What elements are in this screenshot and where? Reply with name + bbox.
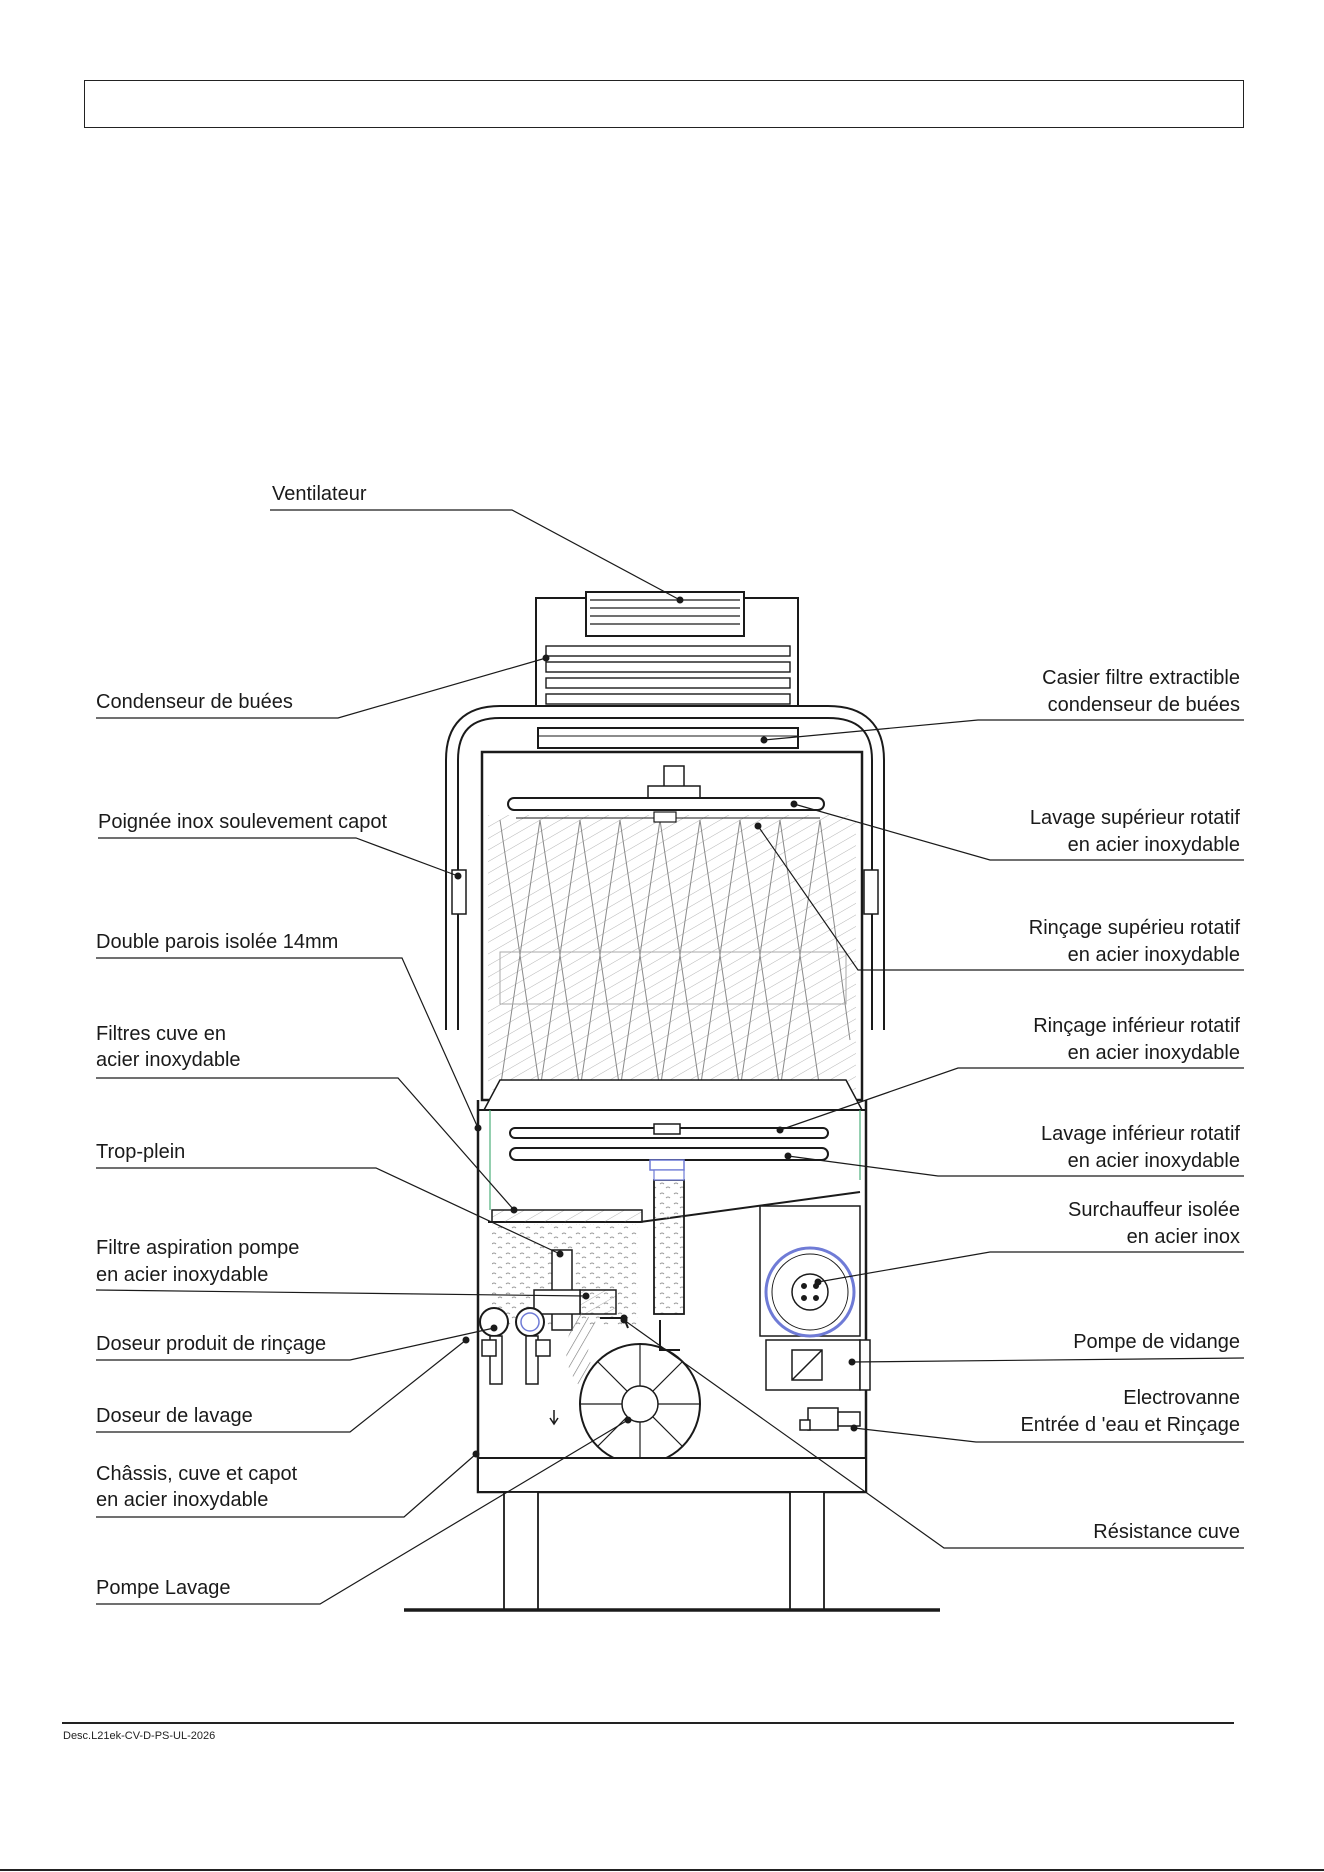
label-electrovanne-line2: Entrée d 'eau et Rinçage	[1020, 1414, 1240, 1436]
label-poignee: Poignée inox soulevement capot	[98, 811, 388, 833]
leg-right	[789, 1491, 825, 1611]
label-casier-line1: Casier filtre extractible	[1042, 667, 1240, 689]
label-chassis-line1: Châssis, cuve et capot	[96, 1463, 298, 1485]
label-filtres-cuve-line2: acier inoxydable	[96, 1049, 241, 1071]
label-trop-plein: Trop-plein	[96, 1141, 185, 1163]
leader-lines	[95, 509, 1245, 1605]
wash-pipe	[653, 1179, 685, 1315]
label-double-parois: Double parois isolée 14mm	[96, 931, 338, 953]
label-condenseur: Condenseur de buées	[96, 691, 293, 713]
label-lavage-inf-line2: en acier inoxydable	[1068, 1150, 1240, 1172]
leg-left	[503, 1491, 539, 1611]
base-frame	[477, 1457, 867, 1493]
filter-drawer	[537, 727, 799, 749]
document-reference: Desc.L21ek-CV-D-PS-UL-2026	[63, 1730, 216, 1742]
header-frame	[84, 80, 1244, 128]
machine	[404, 591, 940, 1612]
label-rincage-inf-line1: Rinçage inférieur rotatif	[1033, 1015, 1240, 1037]
label-resistance: Résistance cuve	[1093, 1521, 1240, 1543]
label-surchauffeur-line2: en acier inox	[1127, 1226, 1240, 1248]
tank-filters	[491, 1209, 643, 1223]
label-rincage-sup-line2: en acier inoxydable	[1068, 944, 1240, 966]
label-filtre-aspiration-line1: Filtre aspiration pompe	[96, 1237, 299, 1259]
label-casier-line2: condenseur de buées	[1048, 694, 1240, 716]
label-lavage-sup-line2: en acier inoxydable	[1068, 834, 1240, 856]
solenoid-valve	[799, 1407, 861, 1431]
label-ventilateur: Ventilateur	[272, 483, 367, 505]
label-rincage-sup-line1: Rinçage supérieu rotatif	[1029, 917, 1241, 939]
label-lavage-inf-line1: Lavage inférieur rotatif	[1041, 1123, 1240, 1145]
leader-dots	[454, 596, 858, 1458]
page-bottom-edge	[0, 1869, 1324, 1871]
label-lavage-sup-line1: Lavage supérieur rotatif	[1030, 807, 1241, 829]
label-surchauffeur-line1: Surchauffeur isolée	[1068, 1199, 1240, 1221]
label-pompe-vidange: Pompe de vidange	[1073, 1331, 1240, 1353]
label-filtres-cuve-line1: Filtres cuve en	[96, 1023, 226, 1045]
label-chassis-line2: en acier inoxydable	[96, 1489, 268, 1511]
condenser-fins	[545, 645, 791, 705]
label-rincage-inf-line2: en acier inoxydable	[1068, 1042, 1240, 1064]
footer-rule	[62, 1722, 1234, 1724]
label-pompe-lavage: Pompe Lavage	[96, 1577, 231, 1599]
label-doseur-lavage: Doseur de lavage	[96, 1405, 253, 1427]
wash-doser	[515, 1307, 551, 1385]
upper-wash-arm	[507, 797, 825, 811]
lower-wash-arm	[509, 1147, 829, 1161]
label-doseur-rincage: Doseur produit de rinçage	[96, 1333, 326, 1355]
label-electrovanne-line1: Electrovanne	[1123, 1387, 1240, 1409]
label-filtre-aspiration-line2: en acier inoxydable	[96, 1264, 268, 1286]
rinse-doser	[479, 1307, 509, 1385]
